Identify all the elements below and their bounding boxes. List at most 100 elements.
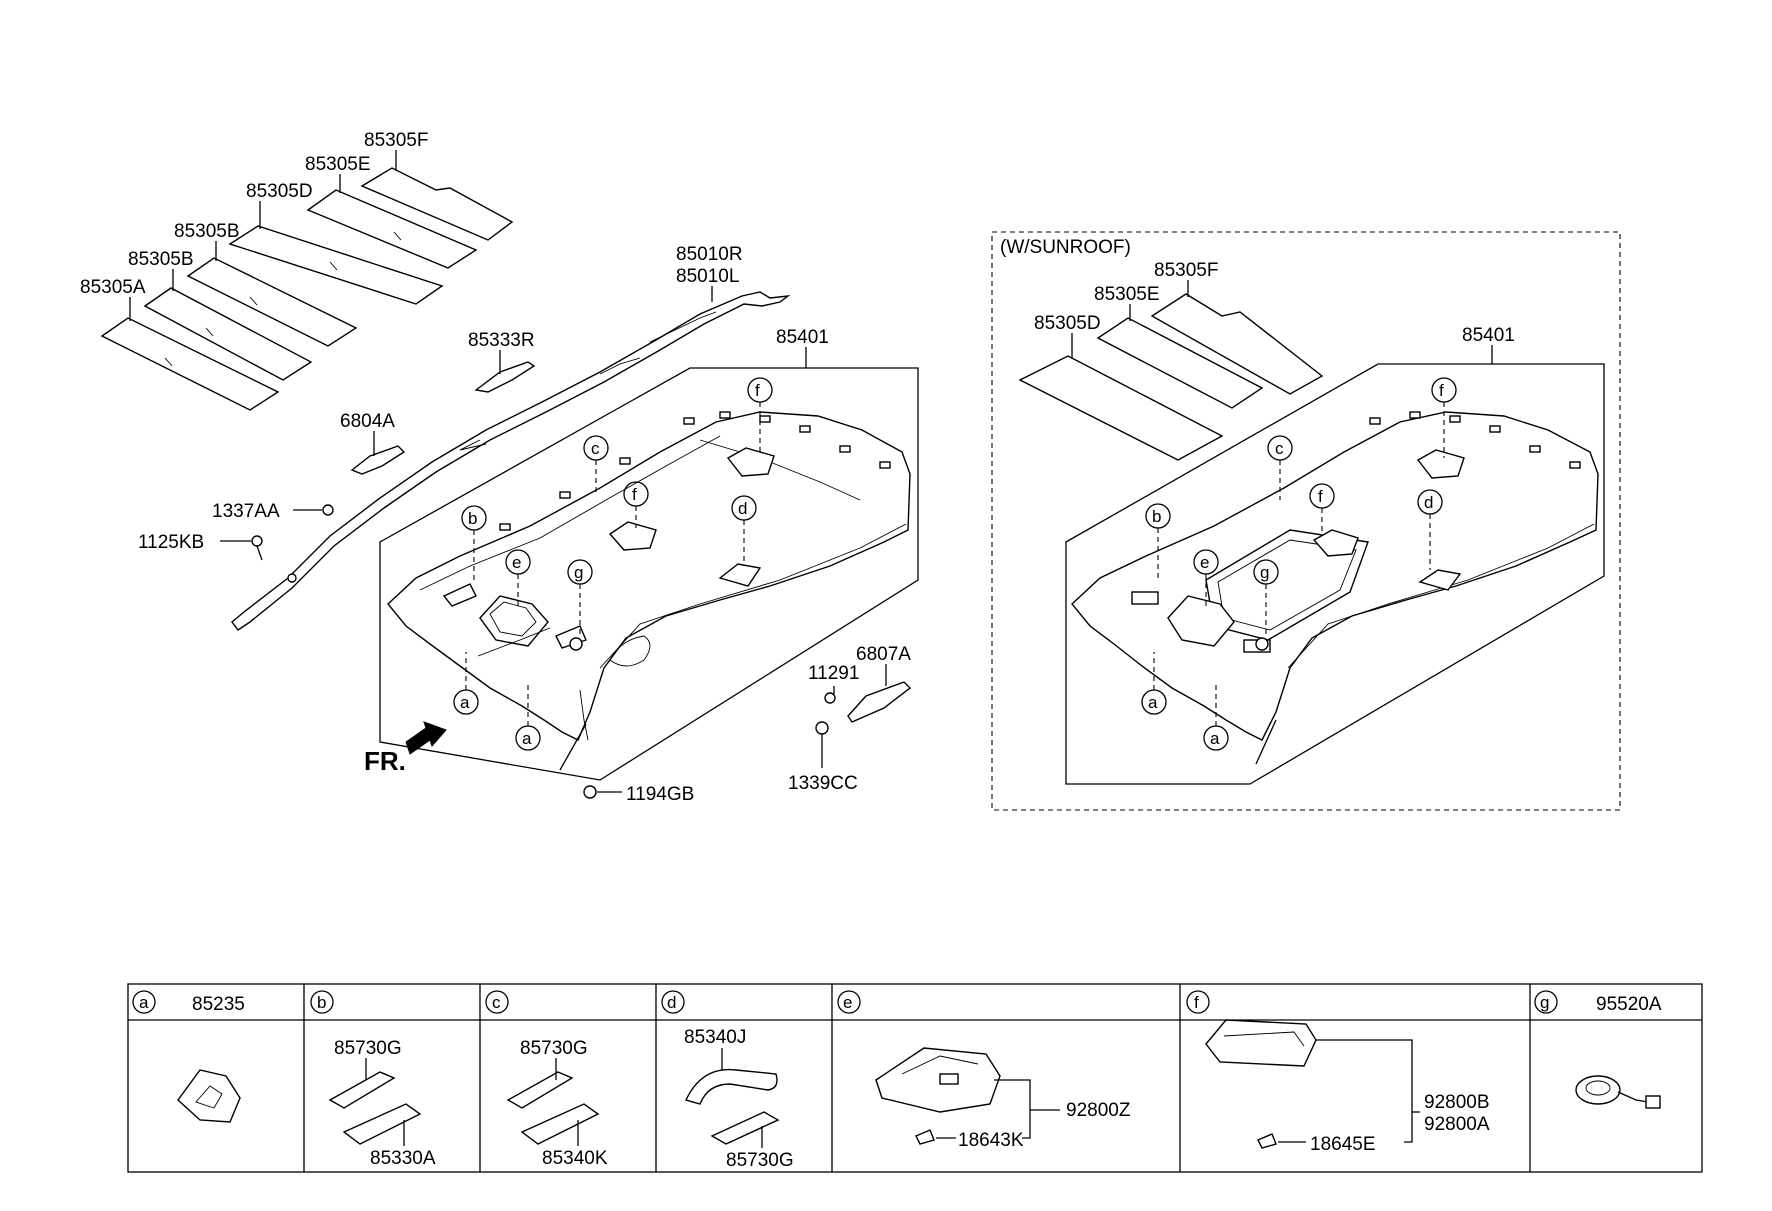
- svg-text:f: f: [632, 485, 637, 504]
- pad-85305D[interactable]: [228, 225, 444, 305]
- table-cell-b-parts[interactable]: [328, 1071, 422, 1145]
- svg-text:f: f: [1439, 381, 1444, 400]
- table-cell-f-lamp[interactable]: [1205, 1019, 1317, 1149]
- label-85010L: 85010L: [676, 266, 739, 287]
- table-header-d: d: [661, 990, 685, 1014]
- label-c-85730G: 85730G: [520, 1038, 588, 1059]
- clip-1194GB[interactable]: [583, 785, 597, 799]
- label-85305F: 85305F: [364, 130, 428, 151]
- label-85305B-1: 85305B: [128, 249, 194, 270]
- pad-85305B-1[interactable]: [143, 287, 313, 381]
- svg-text:g: g: [574, 563, 583, 582]
- label-6807A: 6807A: [856, 644, 911, 665]
- svg-text:b: b: [317, 993, 326, 1012]
- headlining-panel[interactable]: [387, 411, 911, 741]
- label-f-92800B: 92800B: [1424, 1092, 1490, 1113]
- svg-text:e: e: [1200, 553, 1209, 572]
- roof-pads: [100, 167, 514, 411]
- svg-text:e: e: [843, 993, 852, 1012]
- nut-1339CC[interactable]: [815, 721, 829, 735]
- table-cell-d-parts[interactable]: [685, 1068, 780, 1145]
- label-1339CC: 1339CC: [788, 773, 858, 794]
- callouts-sunroof: f c b f d e g a a: [1141, 377, 1457, 751]
- label-85305A: 85305A: [80, 277, 146, 298]
- label-f-92800A: 92800A: [1424, 1114, 1490, 1135]
- svg-text:b: b: [1152, 507, 1161, 526]
- table-cell-e-lamp[interactable]: [875, 1047, 1001, 1145]
- label-1194GB: 1194GB: [626, 784, 694, 805]
- svg-text:d: d: [1424, 493, 1433, 512]
- front-label: FR.: [364, 746, 406, 776]
- nut-1337AA[interactable]: [322, 504, 334, 516]
- label-f-18645E: 18645E: [1310, 1134, 1376, 1155]
- svg-text:95520A: 95520A: [1596, 994, 1662, 1015]
- sunroof-label-85305E: 85305E: [1094, 284, 1160, 305]
- table-cell-a-part[interactable]: [177, 1069, 241, 1123]
- table-header-a: a 85235: [132, 990, 245, 1015]
- sunroof-label-85305F: 85305F: [1154, 260, 1218, 281]
- label-85010R: 85010R: [676, 244, 743, 265]
- label-e-92800Z: 92800Z: [1066, 1100, 1131, 1121]
- label-1337AA: 1337AA: [212, 501, 280, 522]
- svg-text:b: b: [468, 509, 477, 528]
- svg-text:f: f: [1318, 487, 1323, 506]
- bracket-85333R[interactable]: [474, 361, 536, 393]
- svg-text:a: a: [1148, 693, 1158, 712]
- sunroof-headlining-box: [1065, 363, 1605, 785]
- label-85305D: 85305D: [246, 181, 313, 202]
- pad-85305B-2[interactable]: [186, 257, 358, 347]
- table-header-c: c: [485, 990, 509, 1014]
- sunroof-pad-85305E[interactable]: [1096, 317, 1264, 409]
- pad-85305F[interactable]: [360, 167, 514, 241]
- table-header-f: f: [1186, 990, 1210, 1014]
- svg-text:g: g: [1260, 563, 1269, 582]
- table-header-e: e: [837, 990, 861, 1014]
- label-d-85730G: 85730G: [726, 1150, 794, 1171]
- svg-text:a: a: [1210, 729, 1220, 748]
- svg-text:a: a: [460, 693, 470, 712]
- svg-text:c: c: [591, 439, 600, 458]
- svg-text:c: c: [1275, 439, 1284, 458]
- svg-text:a: a: [522, 729, 532, 748]
- label-d-85340J: 85340J: [684, 1027, 746, 1048]
- svg-text:85235: 85235: [192, 994, 245, 1015]
- label-85305E: 85305E: [305, 154, 371, 175]
- headlining-box: [379, 367, 919, 781]
- label-11291: 11291: [808, 663, 859, 684]
- label-1125KB: 1125KB: [138, 532, 204, 553]
- svg-text:e: e: [512, 553, 521, 572]
- pad-85305E[interactable]: [306, 189, 478, 269]
- label-6804A: 6804A: [340, 411, 395, 432]
- curtain-airbag[interactable]: [231, 291, 791, 631]
- sunroof-pad-85305D[interactable]: [1018, 355, 1224, 461]
- fastener-11291[interactable]: [824, 692, 836, 704]
- sunroof-headlining-panel[interactable]: [1071, 411, 1599, 741]
- front-arrow-icon: [405, 721, 447, 755]
- parts-table: a 85235 b c d e f g 95520A: [127, 983, 1703, 1173]
- svg-text:g: g: [1540, 993, 1549, 1012]
- label-c-85340K: 85340K: [542, 1148, 608, 1169]
- bolt-1125KB[interactable]: [251, 535, 263, 561]
- label-85333R: 85333R: [468, 330, 535, 351]
- table-cell-c-parts[interactable]: [506, 1071, 600, 1145]
- left-assembly: 85305A 85305B 85305B 85305D 85305E 85305…: [80, 130, 919, 805]
- label-e-18643K: 18643K: [958, 1130, 1024, 1151]
- svg-text:c: c: [492, 993, 501, 1012]
- callouts-left: f c b f d e g a a: [453, 377, 773, 751]
- table-cell-g-speaker[interactable]: [1575, 1075, 1661, 1109]
- svg-text:d: d: [667, 993, 676, 1012]
- svg-text:f: f: [755, 381, 760, 400]
- sunroof-label-85305D: 85305D: [1034, 313, 1101, 334]
- sunroof-assembly: (W/SUNROOF) 85305D 85305E 85305F 85401: [991, 231, 1621, 811]
- label-b-85730G: 85730G: [334, 1038, 402, 1059]
- sunroof-pad-85305F[interactable]: [1150, 293, 1324, 395]
- label-85401: 85401: [776, 327, 829, 348]
- sunroof-title: (W/SUNROOF): [1000, 237, 1131, 258]
- table-header-b: b: [310, 990, 334, 1014]
- pad-85305A[interactable]: [100, 317, 280, 411]
- bracket-6804A[interactable]: [350, 445, 406, 475]
- bracket-6807A[interactable]: [847, 681, 912, 723]
- sunroof-label-85401: 85401: [1462, 325, 1515, 346]
- table-header-g: g 95520A: [1534, 990, 1662, 1015]
